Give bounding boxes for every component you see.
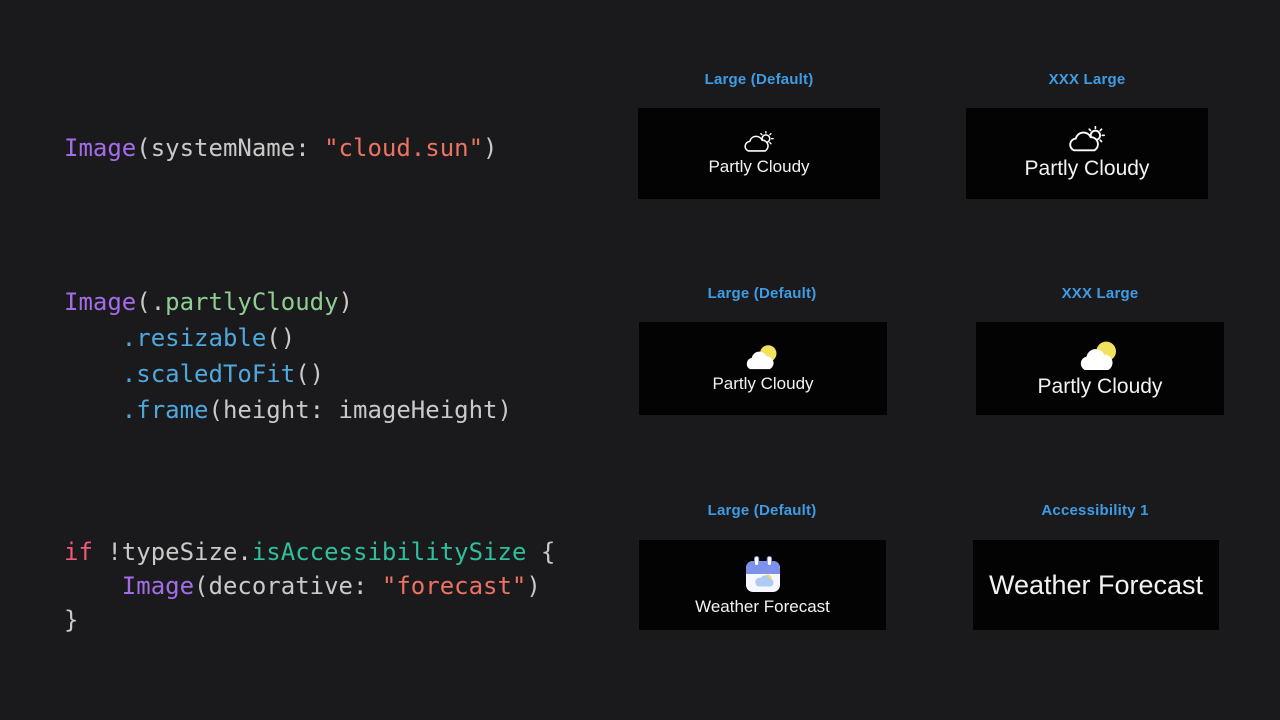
size-label-large-default: Large (Default) [707, 502, 817, 519]
code-token: Image [64, 288, 137, 316]
code-token: (. [136, 288, 166, 316]
size-label-large-default: Large (Default) [707, 285, 817, 302]
code-line: } [64, 603, 555, 637]
preview-caption: Weather Forecast [988, 569, 1204, 600]
code-token: () [295, 360, 325, 388]
code-block-resizable-image: Image(.partlyCloudy) .resizable() .scale… [64, 284, 512, 428]
code-token [64, 572, 122, 600]
preview-card-asset-xxx-large: Partly Cloudy [976, 322, 1224, 415]
partly-cloudy-color-icon [1080, 341, 1116, 370]
code-line: Image(.partlyCloudy) [64, 284, 512, 320]
code-token: partlyCloudy [165, 288, 339, 316]
code-token: "forecast" [381, 572, 527, 600]
code-token: (decorative: [194, 572, 382, 600]
cloud-sun-symbol-icon [744, 130, 774, 152]
code-line: .resizable() [64, 320, 512, 356]
code-token: () [266, 324, 296, 352]
preview-caption: Weather Forecast [695, 596, 830, 616]
size-label-xxx-large: XXX Large [1061, 285, 1139, 302]
code-token [64, 324, 122, 352]
forecast-calendar-icon [745, 555, 780, 592]
size-label-large-default: Large (Default) [704, 71, 814, 88]
code-token [64, 396, 122, 424]
code-token: { [526, 538, 556, 566]
code-line: .frame(height: imageHeight) [64, 392, 512, 428]
code-token: .scaledToFit [121, 360, 296, 388]
size-label-xxx-large: XXX Large [1048, 71, 1126, 88]
size-label-accessibility-1: Accessibility 1 [1041, 502, 1149, 519]
preview-card-symbol-xxx-large: Partly Cloudy [966, 108, 1208, 199]
code-line: Image(decorative: "forecast") [64, 569, 555, 603]
code-token: !typeSize. [92, 538, 252, 566]
code-token: (height: imageHeight) [208, 396, 512, 424]
code-token: ) [483, 134, 498, 162]
cloud-sun-symbol-icon [1069, 126, 1106, 152]
preview-caption: Partly Cloudy [712, 374, 814, 393]
code-line: Image(systemName: "cloud.sun") [64, 130, 498, 166]
code-token [64, 360, 122, 388]
preview-card-forecast-large: Weather Forecast [639, 540, 886, 630]
preview-caption: Partly Cloudy [1024, 157, 1150, 180]
code-token: (systemName: [136, 134, 325, 162]
code-line: .scaledToFit() [64, 356, 512, 392]
code-token: .resizable [121, 324, 267, 352]
code-token: } [64, 606, 79, 634]
code-token: isAccessibilitySize [251, 538, 527, 566]
code-token: Image [121, 572, 195, 600]
preview-caption: Partly Cloudy [708, 156, 810, 176]
partly-cloudy-color-icon [746, 345, 777, 370]
code-line: if !typeSize.isAccessibilitySize { [64, 535, 555, 569]
code-token: Image [64, 134, 137, 162]
preview-card-forecast-accessibility: Weather Forecast [973, 540, 1219, 630]
code-token: "cloud.sun" [324, 134, 484, 162]
code-block-accessibility-condition: if !typeSize.isAccessibilitySize { Image… [64, 535, 555, 637]
code-token: .frame [121, 396, 209, 424]
code-token: if [64, 538, 93, 566]
code-block-system-image: Image(systemName: "cloud.sun") [64, 130, 498, 166]
preview-card-asset-large: Partly Cloudy [639, 322, 887, 415]
preview-caption: Partly Cloudy [1037, 374, 1163, 398]
code-token: ) [526, 572, 541, 600]
code-token: ) [338, 288, 353, 316]
preview-card-symbol-large: Partly Cloudy [638, 108, 880, 199]
